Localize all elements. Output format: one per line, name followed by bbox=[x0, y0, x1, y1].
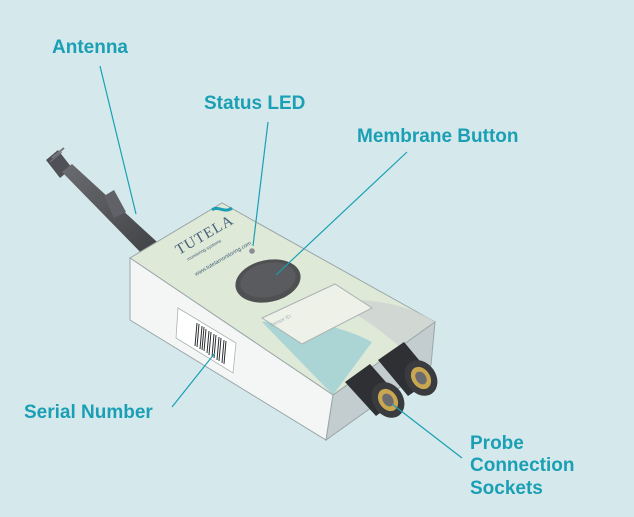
leader-membrane-button bbox=[275, 151, 408, 276]
callout-serial-number: Serial Number bbox=[24, 402, 153, 423]
leader-serial-number bbox=[171, 352, 216, 408]
membrane-button bbox=[235, 259, 301, 303]
callout-probe-line-3: Sockets bbox=[470, 477, 543, 499]
status-led bbox=[249, 248, 255, 254]
leader-antenna bbox=[99, 65, 137, 215]
leader-status-led bbox=[252, 121, 269, 247]
barcode bbox=[175, 307, 237, 374]
sensor-id-panel bbox=[260, 283, 373, 345]
callout-membrane-button: Membrane Button bbox=[357, 126, 519, 147]
probe-socket-back bbox=[378, 342, 438, 396]
callout-status-led: Status LED bbox=[204, 93, 306, 114]
callout-probe-line-1: Probe bbox=[470, 433, 524, 454]
leader-probe-sockets bbox=[391, 403, 463, 459]
callout-probe-line-2: Connection bbox=[470, 455, 575, 477]
brand-wave-icon bbox=[211, 206, 233, 212]
callout-probe-sockets: Probe Connection Sockets bbox=[470, 433, 620, 500]
callout-antenna: Antenna bbox=[52, 37, 128, 58]
probe-socket-front bbox=[345, 364, 405, 418]
